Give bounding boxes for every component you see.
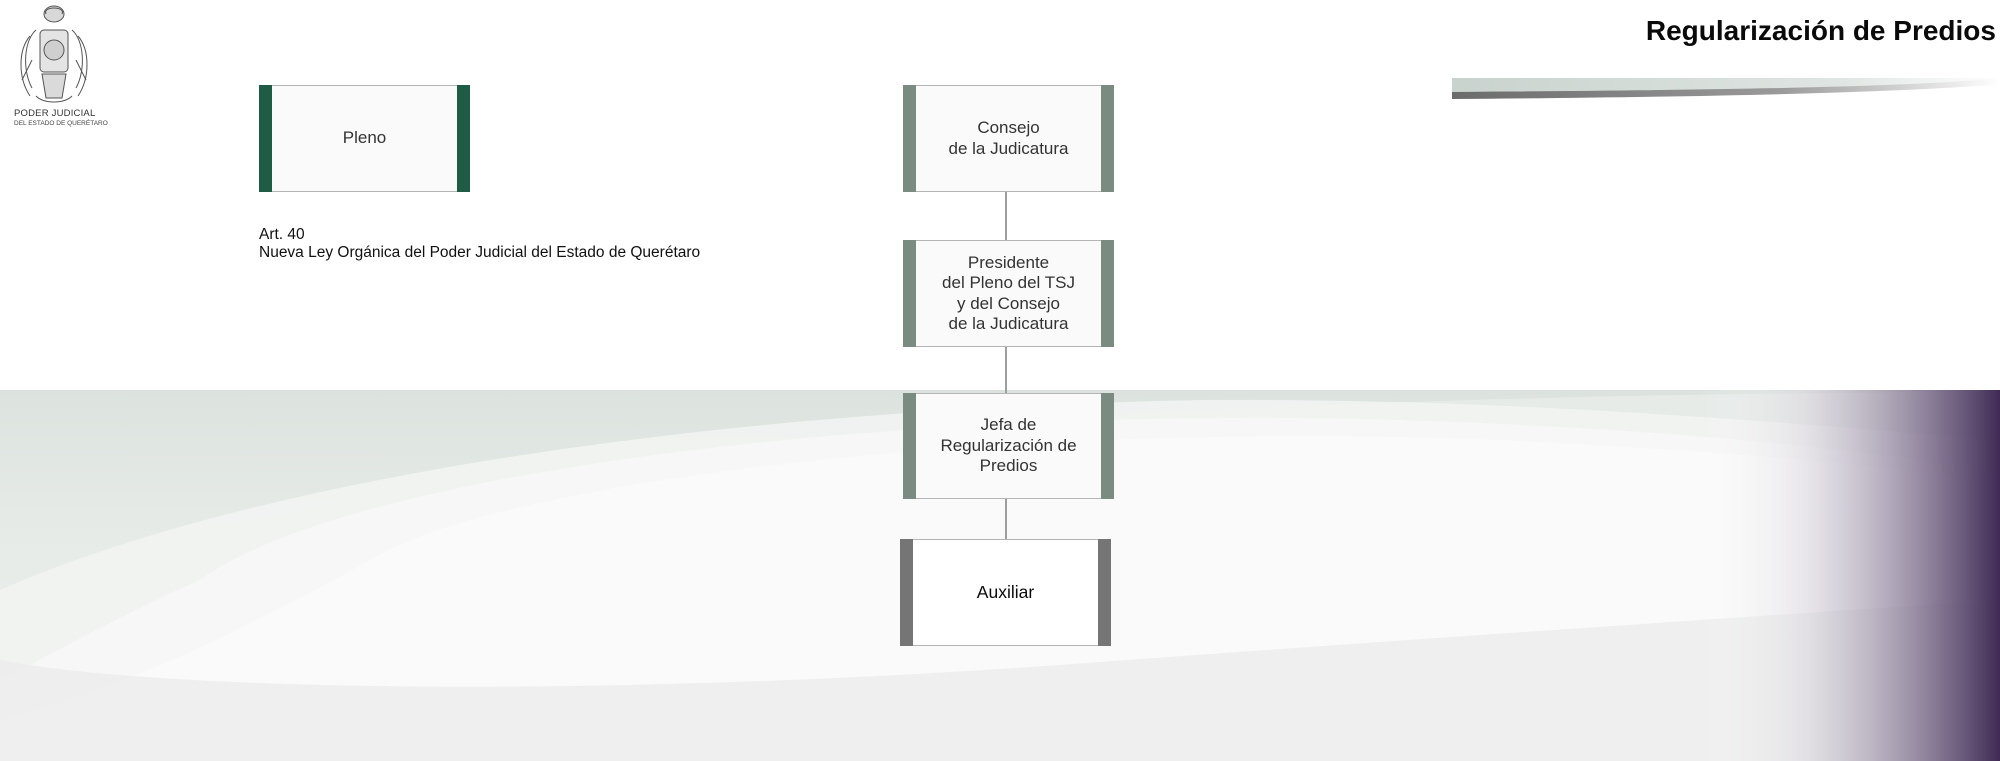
- legal-reference: Art. 40 Nueva Ley Orgánica del Poder Jud…: [259, 226, 700, 262]
- logo-label: PODER JUDICIAL: [14, 108, 96, 119]
- node-presidente: Presidente del Pleno del TSJ y del Conse…: [903, 240, 1114, 347]
- legal-reference-law: Nueva Ley Orgánica del Poder Judicial de…: [259, 244, 701, 261]
- node-consejo: Consejo de la Judicatura: [903, 85, 1114, 192]
- edge-presidente-jefa: [1005, 347, 1007, 393]
- coat-of-arms-icon: [20, 5, 88, 103]
- node-auxiliar-label: Auxiliar: [976, 582, 1035, 603]
- page-title: Regularización de Predios: [1645, 15, 1996, 46]
- node-presidente-label: Presidente del Pleno del TSJ y del Conse…: [942, 252, 1075, 334]
- edge-jefa-auxiliar: [1005, 499, 1007, 539]
- node-pleno: Pleno: [259, 85, 470, 192]
- node-pleno-label: Pleno: [342, 128, 387, 148]
- node-jefa-label: Jefa de Regularización de Predios: [940, 415, 1077, 476]
- edge-consejo-presidente: [1005, 192, 1007, 240]
- logo-sublabel: DEL ESTADO DE QUERÉTARO: [14, 120, 108, 127]
- node-jefa: Jefa de Regularización de Predios: [903, 393, 1114, 499]
- node-consejo-label: Consejo de la Judicatura: [948, 118, 1069, 158]
- node-auxiliar: Auxiliar: [900, 539, 1111, 646]
- legal-reference-article: Art. 40: [259, 226, 305, 243]
